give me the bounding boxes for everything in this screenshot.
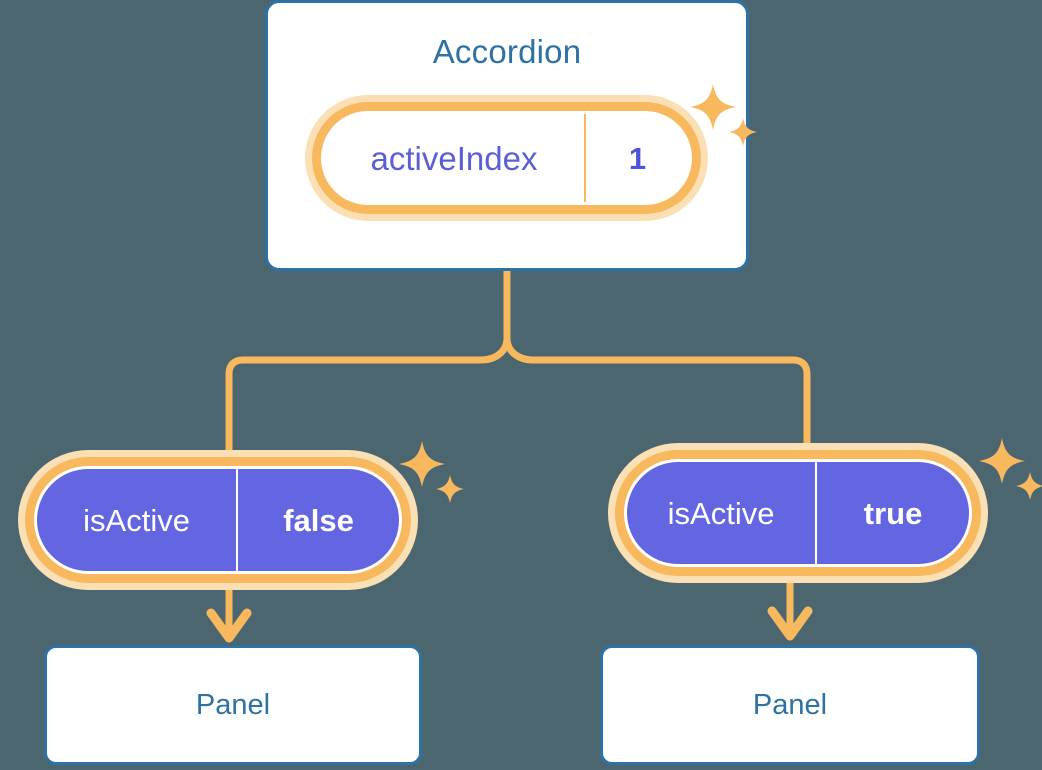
- state-pill-active-index[interactable]: activeIndex 1: [305, 95, 708, 221]
- state-pill-is-active-right[interactable]: isActive true: [608, 443, 988, 583]
- state-value-label: true: [863, 495, 923, 531]
- pill-body: isActive true: [627, 462, 969, 564]
- sparkle-large-icon: [979, 438, 1025, 484]
- connector-branch-left: [225, 334, 511, 456]
- pill-ring: activeIndex 1: [312, 102, 701, 214]
- pill-inner-gap: activeIndex 1: [321, 111, 692, 205]
- pill-inner-gap: isActive true: [624, 459, 972, 567]
- panel-title: Panel: [752, 688, 828, 721]
- page-title: Accordion: [432, 33, 582, 70]
- panel-card-right[interactable]: Panel: [600, 645, 980, 765]
- arrow-down-icon-right: [767, 606, 813, 641]
- pill-ring: isActive false: [25, 457, 411, 583]
- arrow-down-icon-left: [206, 608, 252, 643]
- state-key-label: isActive: [37, 469, 239, 571]
- state-key-label: activeIndex: [324, 114, 586, 202]
- panel-title: Panel: [195, 688, 271, 721]
- panel-card-left[interactable]: Panel: [44, 645, 422, 765]
- pill-body: activeIndex 1: [324, 114, 689, 202]
- state-pill-is-active-left[interactable]: isActive false: [18, 450, 418, 590]
- pill-inner-gap: isActive false: [34, 466, 402, 574]
- sparkle-small-icon: [436, 475, 464, 503]
- connector-branch-right: [503, 334, 811, 450]
- state-value-label: false: [283, 502, 354, 538]
- pill-body: isActive false: [37, 469, 399, 571]
- sparkle-small-icon: [1016, 472, 1042, 500]
- state-key-label: isActive: [627, 462, 818, 564]
- state-value-label: 1: [628, 140, 647, 176]
- pill-ring: isActive true: [615, 450, 981, 576]
